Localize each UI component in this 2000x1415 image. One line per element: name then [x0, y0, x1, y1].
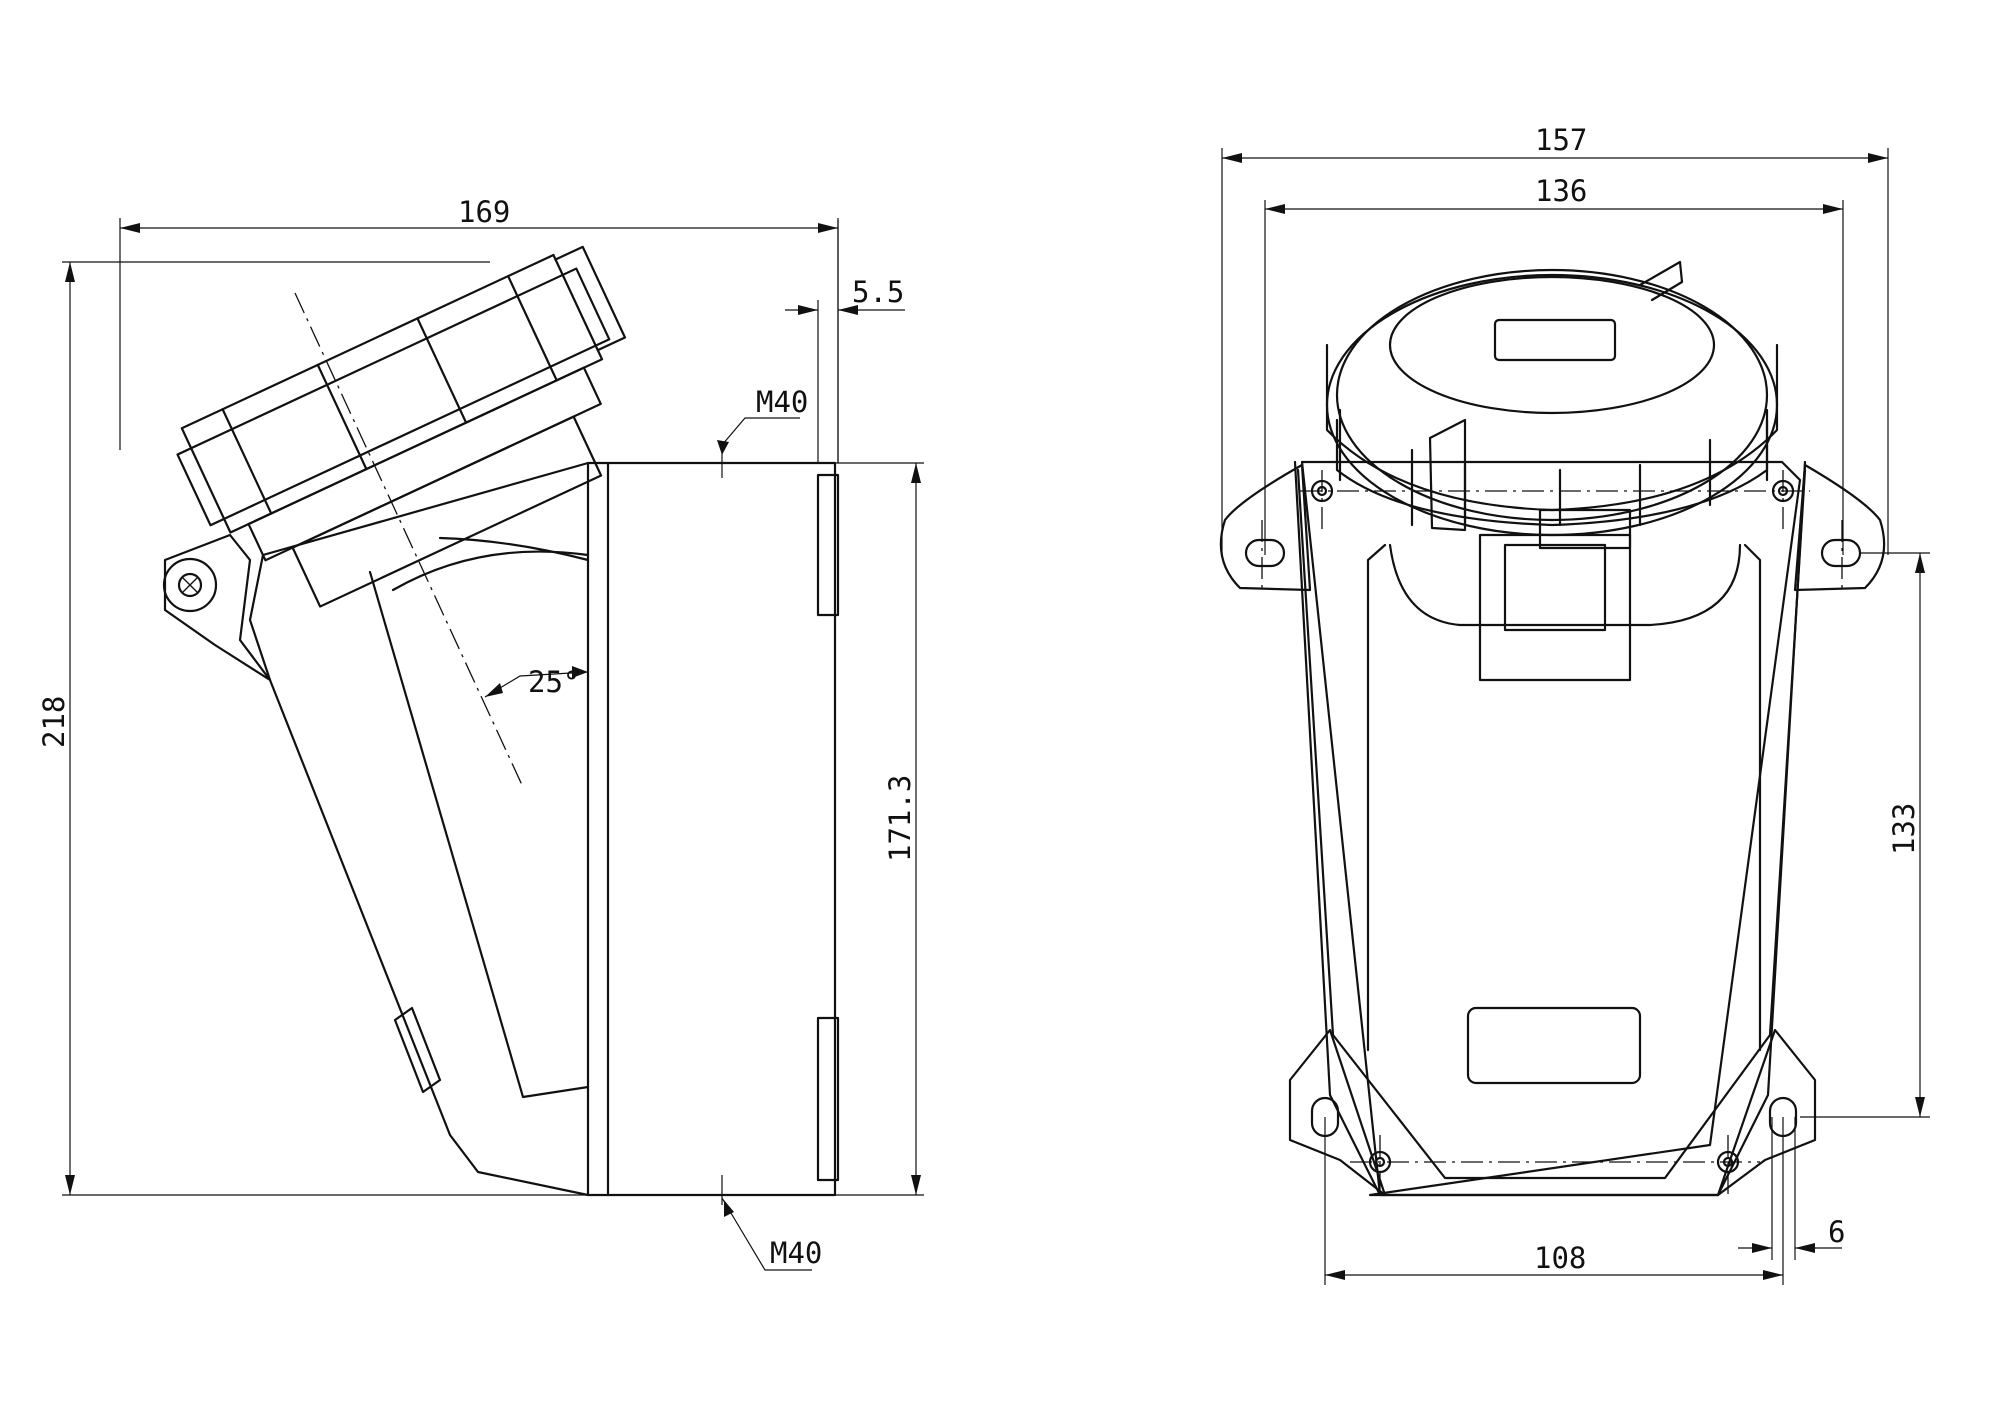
thread-top-label: M40	[756, 385, 808, 419]
width-136-label: 136	[1535, 174, 1587, 208]
side-view: 25° 169 218 171.3 5.5 M40	[37, 195, 924, 1271]
thread-bottom-label: M40	[770, 1236, 822, 1270]
tilt-angle-label: 25°	[528, 665, 580, 699]
offset-5-5-label: 5.5	[852, 275, 904, 309]
width-157-label: 157	[1535, 123, 1587, 157]
slot-6-label: 6	[1828, 1215, 1845, 1249]
width-108-label: 108	[1534, 1241, 1586, 1275]
height-171-label: 171.3	[883, 775, 917, 862]
width-169-label: 169	[458, 195, 510, 229]
front-view: 157 136 133 108 6	[1219, 123, 1930, 1285]
height-218-label: 218	[37, 696, 71, 748]
height-133-label: 133	[1887, 803, 1921, 855]
